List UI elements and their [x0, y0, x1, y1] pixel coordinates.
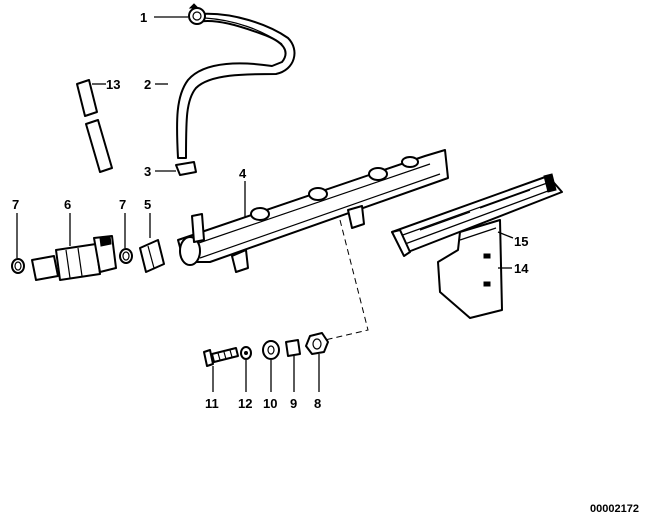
- callout-10: 10: [263, 396, 277, 411]
- callout-1: 1: [140, 10, 147, 25]
- callouts: 1 2 3 4 5 6 7 7 13 11 12 10 9 8 15 14: [12, 10, 529, 411]
- callout-11: 11: [205, 396, 219, 411]
- vacuum-hose: [176, 12, 296, 159]
- callout-15: 15: [514, 234, 528, 249]
- retaining-clip: [139, 239, 165, 273]
- injection-valve: [31, 235, 117, 281]
- leader-lines: [16, 16, 514, 392]
- o-ring-left: [11, 258, 25, 274]
- callout-14: 14: [514, 261, 529, 276]
- callout-5: 5: [144, 197, 151, 212]
- callout-13: 13: [106, 77, 120, 92]
- hose-pieces: [76, 79, 113, 173]
- rail-cover: [391, 173, 563, 257]
- callout-2: 2: [144, 77, 151, 92]
- bolt: [203, 347, 239, 367]
- callout-7-right: 7: [119, 197, 126, 212]
- hose-clip: [175, 161, 197, 176]
- dashed-leader: [324, 219, 369, 341]
- washer-small: [240, 346, 252, 360]
- reference-number: 00002172: [590, 503, 639, 515]
- o-ring-right: [119, 248, 133, 264]
- bushing: [285, 339, 301, 357]
- bracket: [437, 219, 503, 319]
- callout-6: 6: [64, 197, 71, 212]
- fuel-rail: [177, 149, 449, 273]
- callout-9: 9: [290, 396, 297, 411]
- callout-4: 4: [239, 166, 247, 181]
- nut: [305, 332, 329, 355]
- callout-12: 12: [238, 396, 252, 411]
- callout-8: 8: [314, 396, 321, 411]
- callout-3: 3: [144, 164, 151, 179]
- hose-clamp: [188, 3, 206, 25]
- washer-large: [262, 340, 280, 360]
- callout-7-left: 7: [12, 197, 19, 212]
